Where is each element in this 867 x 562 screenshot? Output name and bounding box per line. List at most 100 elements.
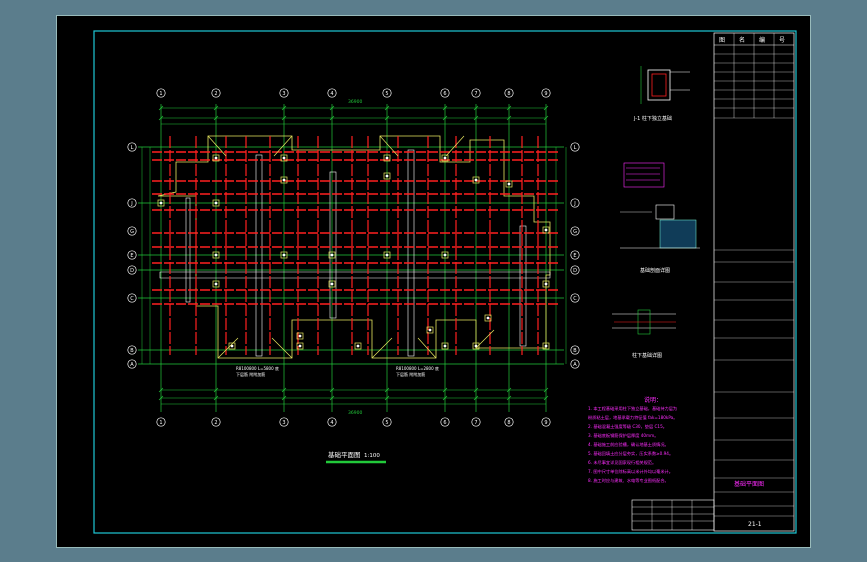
dimension-tick	[281, 105, 287, 111]
column-point-7	[385, 174, 389, 178]
section-b-detail: 基础剖面详图	[620, 162, 700, 274]
axis-left-7-label: A	[130, 362, 134, 368]
axis-bottom-4-circle	[327, 417, 337, 427]
bottom-overall-dimension: 36900	[348, 410, 362, 416]
axis-right-6-circle	[570, 345, 580, 355]
column-point-3	[443, 156, 447, 160]
axis-left-3-label: E	[130, 253, 133, 259]
axis-top-9-circle	[541, 88, 551, 98]
axis-top-1-circle	[156, 88, 166, 98]
axis-right-2-circle	[570, 226, 580, 236]
dimension-tick	[473, 115, 479, 121]
dimension-tick	[158, 387, 164, 393]
column-footing-6	[280, 176, 288, 184]
dimension-tick	[506, 395, 512, 401]
column-footing-13	[383, 251, 391, 259]
footing-diagonal-3	[445, 135, 465, 157]
section-c-caption: 柱下基础详图	[632, 352, 662, 359]
axis-top-7-circle	[471, 88, 481, 98]
footing-diagonal-1	[273, 135, 293, 157]
section-a-detail: J-1 柱下独立基础	[633, 66, 690, 122]
axis-right-2-label: G	[573, 229, 577, 235]
ground-beam-strip	[159, 271, 551, 279]
column-point-1	[282, 156, 286, 160]
dimension-tick	[281, 115, 287, 121]
axis-left-3-circle	[127, 250, 137, 260]
dimension-tick	[158, 105, 164, 111]
notes-heading: 说明：	[644, 396, 662, 404]
column-point-21	[356, 344, 360, 348]
axis-top-3-label: 3	[282, 91, 285, 97]
column-point-4	[159, 201, 163, 205]
axis-bottom-5-label: 5	[385, 420, 388, 426]
axis-right-3-circle	[570, 250, 580, 260]
axis-left-6-label: B	[130, 348, 134, 354]
axis-left-0-circle	[127, 142, 137, 152]
column-point-8	[474, 178, 478, 182]
axis-bottom-1-circle	[156, 417, 166, 427]
dimension-tick	[473, 105, 479, 111]
dimension-tick	[442, 105, 448, 111]
column-point-12	[330, 253, 334, 257]
wall-strip-0	[185, 197, 191, 303]
axis-top-2-label: 2	[214, 91, 217, 97]
plan-note-left: R8100800 L=5800 底	[236, 365, 279, 371]
dimension-tick	[213, 387, 219, 393]
footing-diagonal-4	[217, 337, 239, 359]
foundation-outline	[157, 135, 551, 359]
axis-top-3-circle	[279, 88, 289, 98]
axis-bottom-3-circle	[279, 417, 289, 427]
dimension-tick	[281, 387, 287, 393]
drawing-number: 21-1	[748, 521, 762, 528]
column-point-25	[298, 334, 302, 338]
axis-right-5-label: C	[573, 296, 577, 302]
axis-left-1-label: J	[130, 201, 132, 207]
notes-line-5: 4. 基础施工前应验槽，确认地基土质情况。	[588, 441, 669, 448]
axis-top-2-circle	[211, 88, 221, 98]
column-footing-2	[383, 154, 391, 162]
notes-line-1: 1. 本工程基础采用柱下独立基础，基础持力层为	[588, 405, 677, 412]
column-point-0	[214, 156, 218, 160]
dimension-tick	[473, 395, 479, 401]
dimension-tick	[506, 105, 512, 111]
notes-line-9: 8. 施工时应与建筑、水电等专业图纸配合。	[588, 477, 669, 484]
column-footing-16	[212, 280, 220, 288]
axis-right-7-label: A	[573, 362, 577, 368]
general-notes: 说明： 1. 本工程基础采用柱下独立基础，基础持力层为 粉质粘土层，地基承载力特…	[588, 396, 677, 484]
dimension-tick	[506, 115, 512, 121]
column-footing-20	[296, 342, 304, 350]
column-point-11	[282, 253, 286, 257]
axis-top-4-label: 4	[330, 91, 333, 97]
column-footing-9	[505, 180, 513, 188]
detail-column: J-1 柱下独立基础 基础剖面详图 柱下基础详图	[612, 66, 700, 359]
column-point-23	[474, 344, 478, 348]
drawing-frame	[93, 30, 797, 534]
title-header-2: 名	[739, 36, 745, 44]
column-point-15	[544, 228, 548, 232]
column-footing-10	[212, 251, 220, 259]
dimension-tick	[213, 115, 219, 121]
section-c-detail: 柱下基础详图	[612, 309, 676, 359]
axis-right-4-label: D	[573, 268, 577, 274]
dimension-tick	[329, 395, 335, 401]
dimension-tick	[213, 105, 219, 111]
column-footing-22	[441, 342, 449, 350]
wall-strip-1	[255, 154, 263, 357]
column-footing-3	[441, 154, 449, 162]
axis-top-1-label: 1	[159, 91, 162, 97]
column-point-2	[385, 156, 389, 160]
dimension-tick	[506, 387, 512, 393]
column-point-13	[385, 253, 389, 257]
notes-line-4: 3. 基础底板钢筋保护层厚度 40mm。	[588, 432, 658, 439]
notes-line-6: 5. 基础回填土应分层夯实，压实系数≥0.94。	[588, 450, 673, 457]
section-b-caption: 基础剖面详图	[640, 267, 670, 274]
plan-title: 基础平面图 1:100	[326, 450, 386, 464]
axis-right-3-label: E	[573, 253, 576, 259]
column-point-17	[330, 282, 334, 286]
wall-strip-3	[407, 149, 415, 357]
dimension-tick	[442, 387, 448, 393]
axis-left-0-label: L	[131, 145, 134, 151]
dimension-tick	[329, 387, 335, 393]
axis-bottom-9-circle	[541, 417, 551, 427]
